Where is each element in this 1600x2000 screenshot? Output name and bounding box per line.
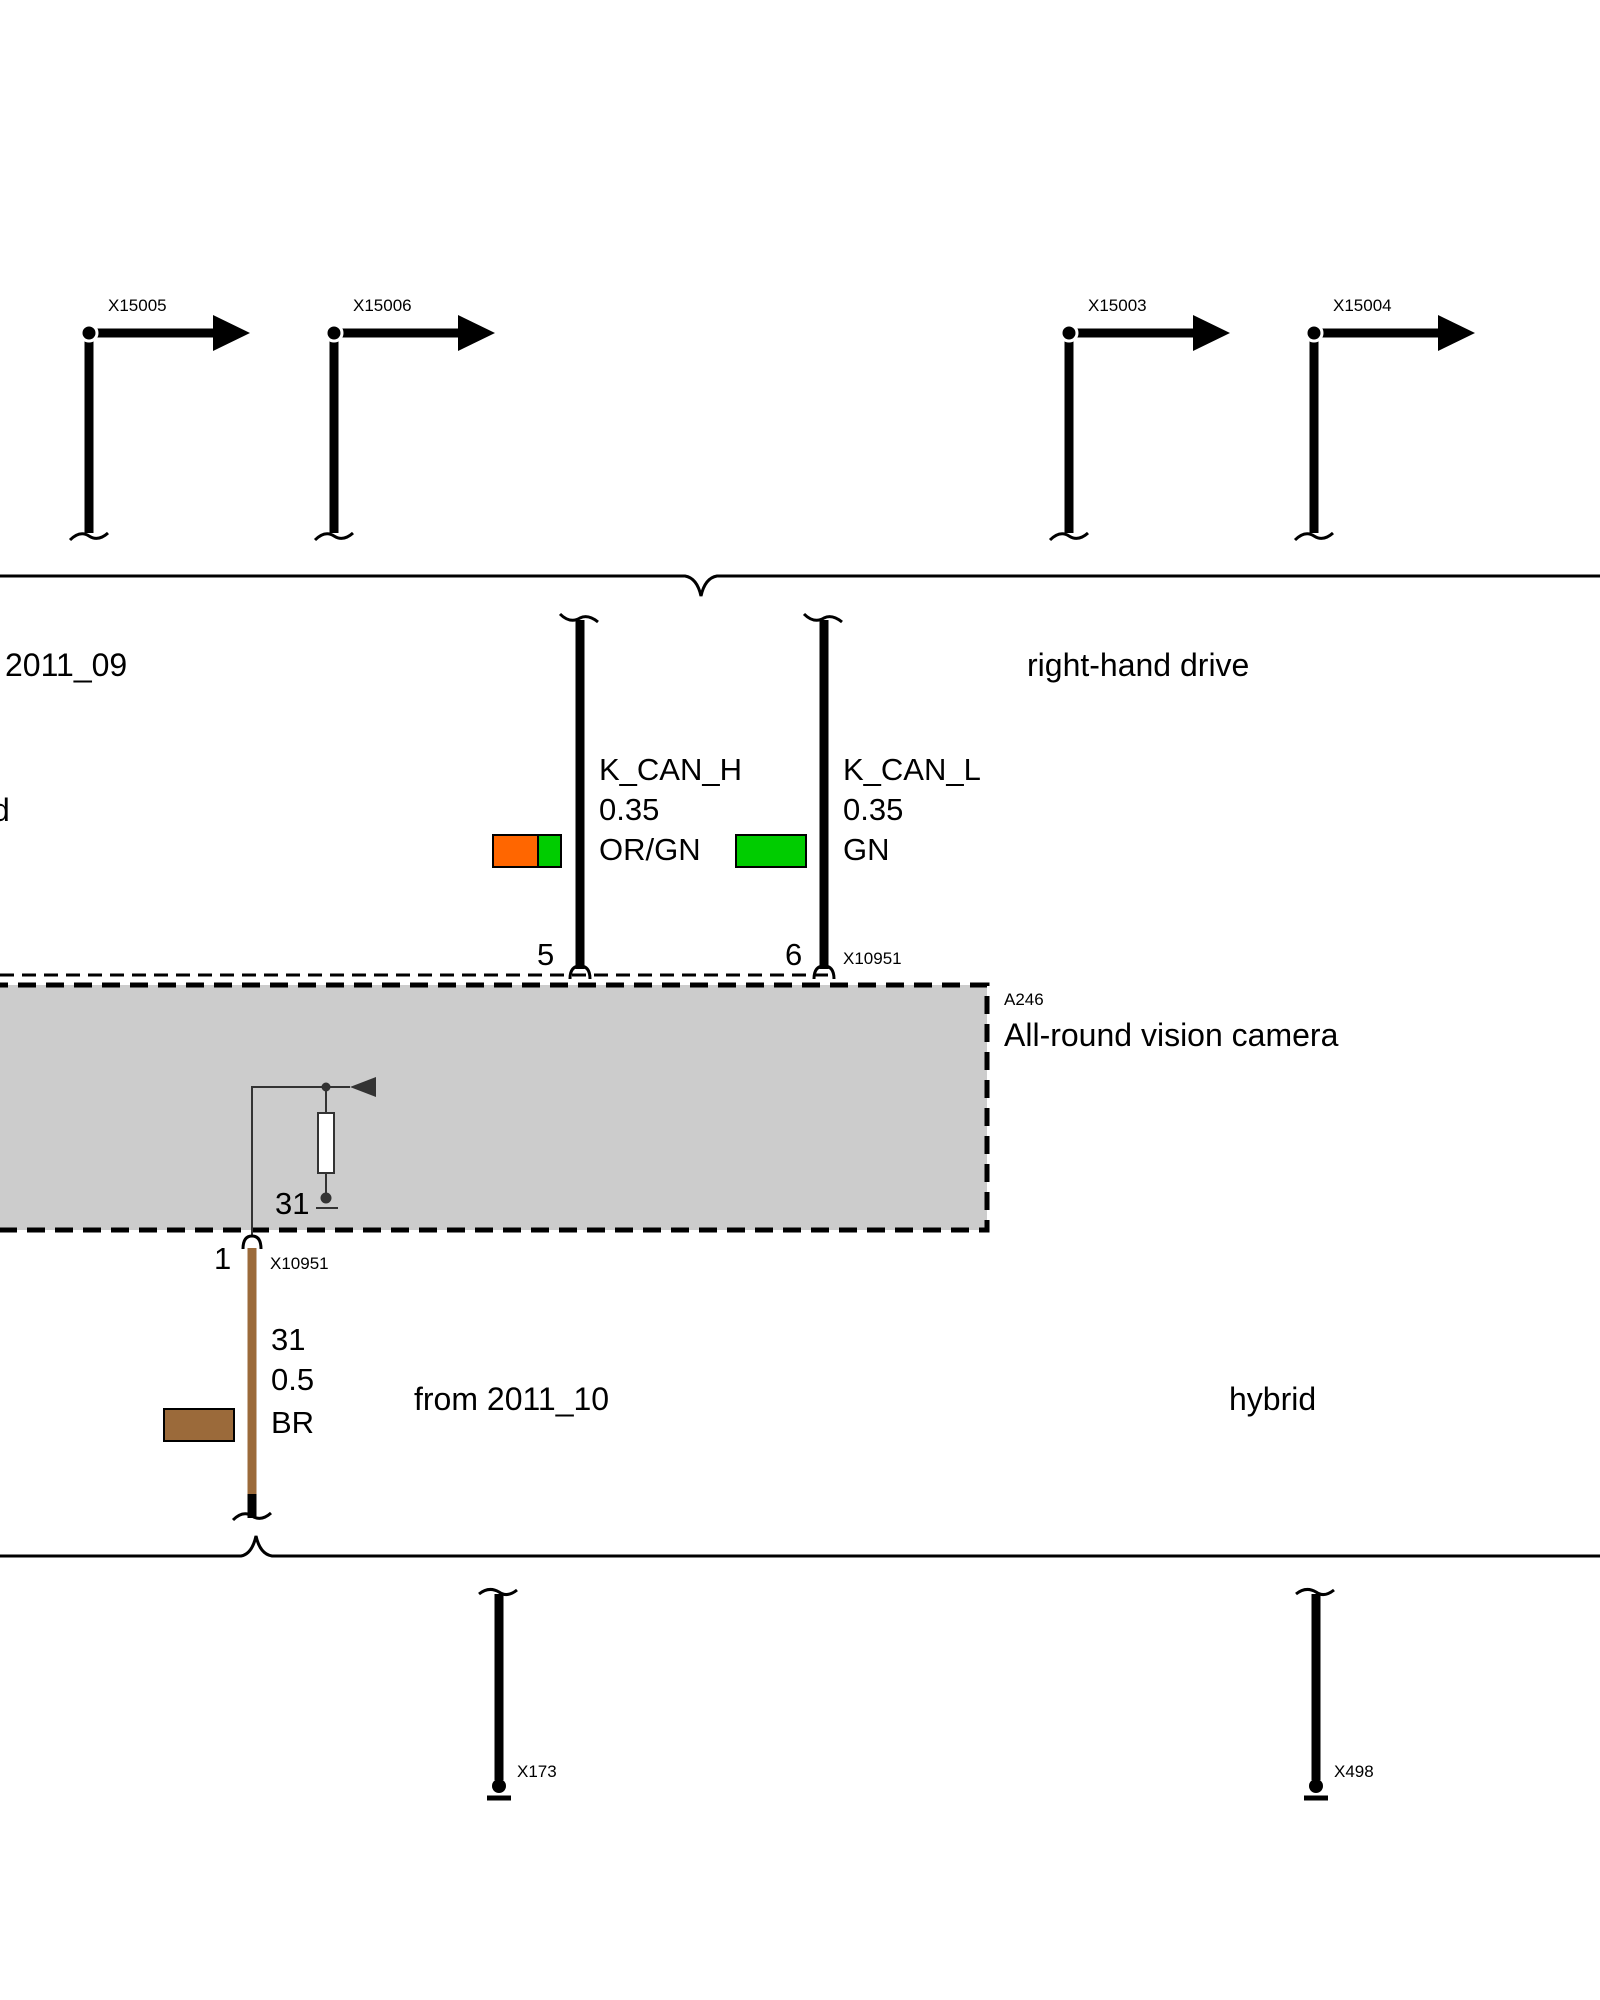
wire-signal-label: K_CAN_L	[843, 752, 981, 787]
connector-label: X10951	[843, 949, 902, 968]
variant-bracket-bottom	[0, 1535, 1600, 1558]
wire-color-swatch-orange	[493, 835, 538, 867]
pin-number: 6	[785, 937, 802, 972]
wire-ground-31[interactable]: 1 X10951 31 0.5 BR	[163, 1234, 329, 1522]
right-hand-drive-label: right-hand drive	[1027, 647, 1249, 683]
variant-label-cut: d	[0, 792, 10, 828]
wire-k-can-h[interactable]: K_CAN_H 0.35 OR/GN 5	[492, 612, 742, 980]
wire-gauge-label: 0.35	[599, 792, 659, 827]
connector-label: X10951	[270, 1254, 329, 1273]
wire-signal-label: K_CAN_H	[599, 752, 742, 787]
wire-k-can-l[interactable]: K_CAN_L 0.35 GN 6 X10951	[735, 612, 981, 980]
connector-x15003[interactable]: X15003	[1048, 296, 1230, 542]
wire-color-label: GN	[843, 832, 890, 867]
connector-x15006[interactable]: X15006	[313, 296, 495, 542]
internal-resistor-circuit	[251, 1077, 376, 1235]
variant-bracket-top	[0, 574, 1600, 597]
wire-color-swatch-green	[538, 835, 561, 867]
pin-number: 1	[214, 1241, 231, 1276]
from-date-label: from 2011_10	[414, 1381, 609, 1417]
resistor-icon	[317, 1112, 335, 1174]
ground-label: 31	[275, 1186, 309, 1221]
wire-color-label: OR/GN	[599, 832, 701, 867]
connector-x15005[interactable]: X15005	[68, 296, 250, 542]
module-name: All-round vision camera	[1004, 1017, 1339, 1053]
module-a246[interactable]: A246 All-round vision camera 31	[0, 982, 1339, 1235]
connector-x498[interactable]: X498	[1295, 1587, 1374, 1801]
wire-gauge-label: 0.35	[843, 792, 903, 827]
connector-label: X15003	[1088, 296, 1147, 315]
ground-point-icon	[1309, 1779, 1323, 1793]
connector-x15004[interactable]: X15004	[1293, 296, 1475, 542]
ground-point-icon	[492, 1779, 506, 1793]
wire-signal-label: 31	[271, 1322, 305, 1357]
connector-label: X15004	[1333, 296, 1392, 315]
connector-label: X173	[517, 1762, 557, 1781]
hybrid-label: hybrid	[1229, 1381, 1316, 1417]
connector-label: X15005	[108, 296, 167, 315]
wire-color-swatch-brown	[163, 1408, 235, 1442]
connector-label: X498	[1334, 1762, 1374, 1781]
signal-arrow-icon	[350, 1077, 376, 1097]
module-id: A246	[1004, 990, 1044, 1009]
wire-color-swatch-green	[735, 834, 807, 868]
connector-label: X15006	[353, 296, 412, 315]
wire-color-label: BR	[271, 1405, 314, 1440]
pin-number: 5	[537, 937, 554, 972]
wire-gauge-label: 0.5	[271, 1362, 314, 1397]
connector-x173[interactable]: X173	[478, 1587, 557, 1801]
variant-label-left: 2011_09	[5, 647, 127, 683]
